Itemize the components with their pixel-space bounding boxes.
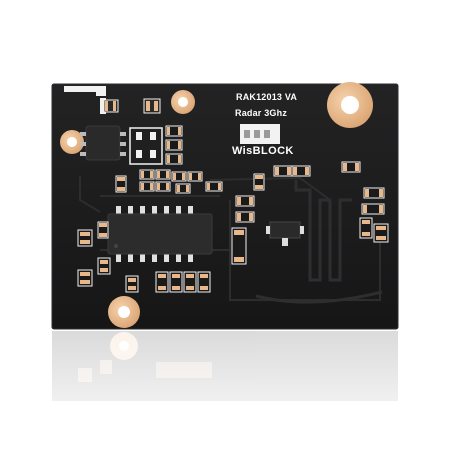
mounting-pad-bottom [108, 296, 140, 328]
resistor-column-center [231, 195, 255, 265]
silk-footprint-box [129, 127, 163, 165]
silk-bar-notch [96, 92, 106, 96]
smd-component-group-top [100, 98, 161, 114]
ic-chip-icon [80, 125, 126, 161]
ic-chip-main-icon [107, 206, 213, 262]
mounting-pad-top-center [171, 90, 195, 114]
wisblock-connector-icon [240, 124, 280, 144]
board-model-label: RAK12013 VA [236, 92, 298, 102]
reflection-fade [40, 331, 410, 450]
resistor-column [165, 125, 183, 165]
mounting-pad-left [60, 130, 84, 154]
transistor-icon [266, 221, 304, 246]
resistor-row-center [115, 169, 223, 194]
resistor-grid-bottom [155, 271, 211, 293]
board-brand-label: WisBLOCK [232, 145, 294, 157]
resistor-column-right [253, 161, 389, 243]
silk-bar [64, 86, 106, 92]
resistor-column-left [77, 221, 139, 293]
board-function-label: Radar 3Ghz [235, 108, 288, 118]
mounting-pad-top-right [327, 82, 373, 128]
meander-antenna-icon [255, 180, 383, 304]
